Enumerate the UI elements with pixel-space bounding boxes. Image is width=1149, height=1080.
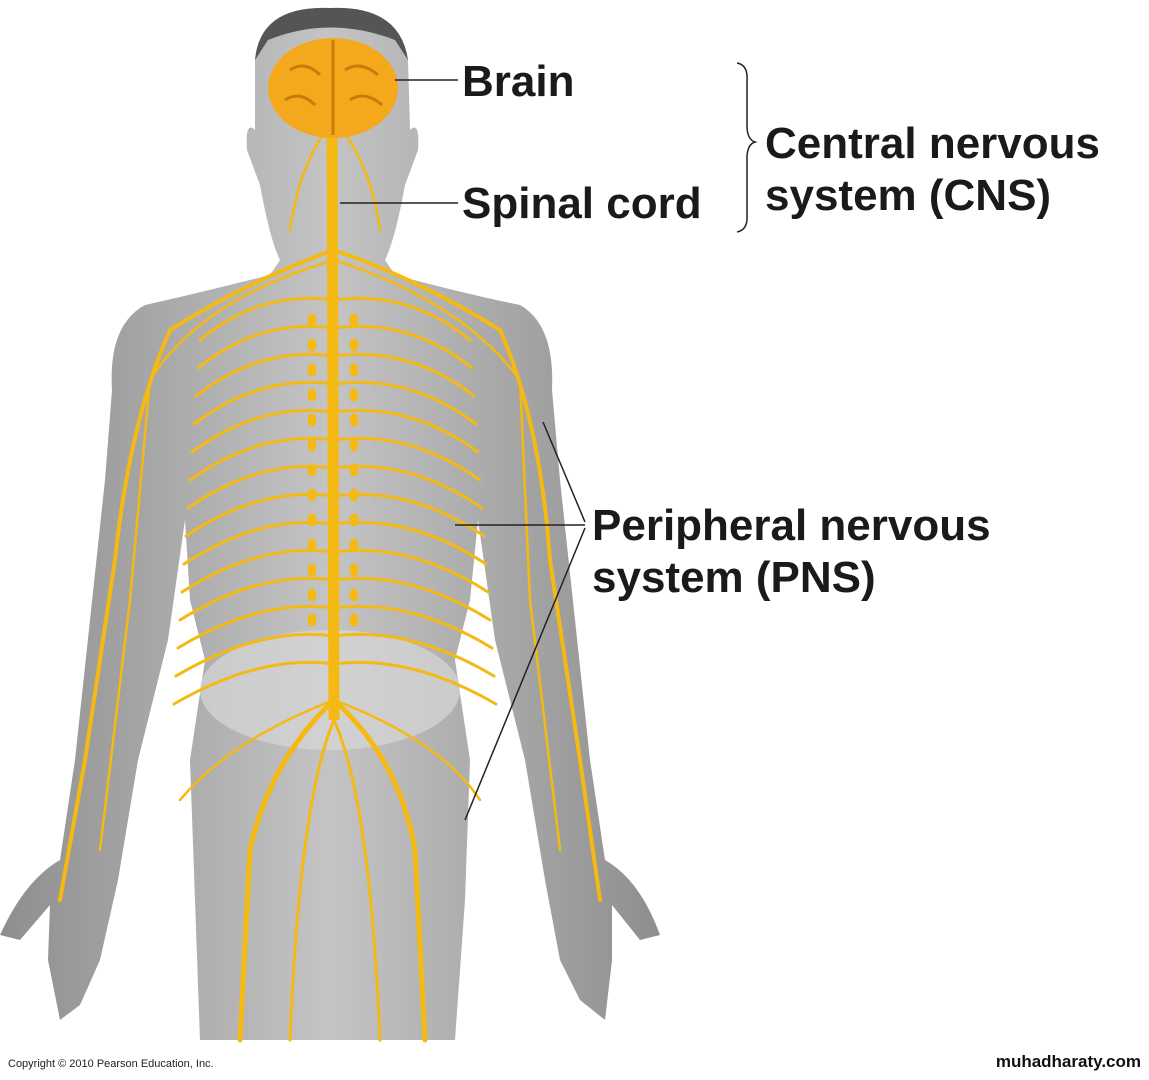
nerve-branch — [174, 632, 336, 678]
leader-lines — [340, 62, 758, 821]
nerve-branch — [190, 408, 336, 454]
nerve-branch — [98, 258, 336, 852]
nerve-branch — [186, 464, 336, 510]
ganglion — [349, 463, 359, 477]
ganglion — [349, 563, 359, 577]
ganglion — [307, 413, 317, 427]
nerve-branch — [58, 248, 336, 902]
pns-label-line2: system (PNS) — [592, 553, 876, 602]
nerve-branch — [288, 718, 336, 1042]
nerve-branch — [192, 380, 336, 426]
nerve-branch — [332, 632, 496, 678]
spinal-cord-label: Spinal cord — [462, 179, 702, 228]
nerve-branch — [332, 380, 478, 426]
ganglion — [307, 438, 317, 452]
ganglion — [349, 438, 359, 452]
nerve-branch — [332, 576, 492, 622]
ganglion — [349, 513, 359, 527]
brain-label: Brain — [462, 57, 575, 106]
nerve-branch — [332, 408, 480, 454]
copyright-text: Copyright © 2010 Pearson Education, Inc. — [8, 1058, 214, 1070]
ganglion — [307, 613, 317, 627]
ganglion — [349, 413, 359, 427]
ganglion — [307, 363, 317, 377]
nerve-branch — [172, 660, 336, 706]
ganglion — [349, 313, 359, 327]
ganglion — [307, 463, 317, 477]
ganglion — [349, 613, 359, 627]
ganglion — [307, 538, 317, 552]
nerve-branch — [332, 436, 482, 482]
ganglion — [349, 338, 359, 352]
nerve-branch — [180, 548, 336, 594]
nerve-branch — [182, 520, 336, 566]
brain — [268, 38, 398, 138]
nerve-branch — [332, 718, 382, 1042]
nerve-branch — [178, 576, 336, 622]
ganglion — [307, 313, 317, 327]
ganglion — [307, 388, 317, 402]
nerve-branch — [331, 697, 428, 1043]
nerve-branch — [332, 324, 474, 370]
nerve-branch — [184, 492, 336, 538]
nerve-branch — [237, 697, 337, 1043]
ganglion — [349, 363, 359, 377]
ganglion — [307, 588, 317, 602]
ganglion — [307, 338, 317, 352]
nerve-branch — [332, 296, 472, 342]
nerve-branch — [194, 352, 336, 398]
nerve-branch — [332, 660, 498, 706]
nerve-branch — [332, 248, 602, 902]
nerve-branch — [332, 352, 476, 398]
cns-label-line1: Central nervous — [765, 119, 1100, 168]
ganglion — [349, 388, 359, 402]
nerve-branch — [198, 296, 336, 342]
ganglion — [349, 588, 359, 602]
cns-label-line2: system (CNS) — [765, 171, 1052, 220]
ganglion — [349, 538, 359, 552]
ganglion — [307, 563, 317, 577]
ganglion — [307, 488, 317, 502]
nerve-branch — [332, 698, 482, 802]
spinal-cord — [326, 109, 340, 721]
nerve-branch — [332, 604, 494, 650]
nerve-branch — [332, 548, 490, 594]
pns-label-line1: Peripheral nervous — [592, 501, 991, 550]
nerve-branch — [178, 698, 336, 802]
nerve-branch — [188, 436, 336, 482]
peripheral-nerves — [58, 118, 602, 1043]
ganglion — [349, 488, 359, 502]
nerve-branch — [196, 324, 336, 370]
watermark: muhadharaty.com — [995, 1052, 1141, 1071]
nerve-branch — [176, 604, 336, 650]
nerve-branch — [332, 258, 562, 852]
ganglion — [307, 513, 317, 527]
